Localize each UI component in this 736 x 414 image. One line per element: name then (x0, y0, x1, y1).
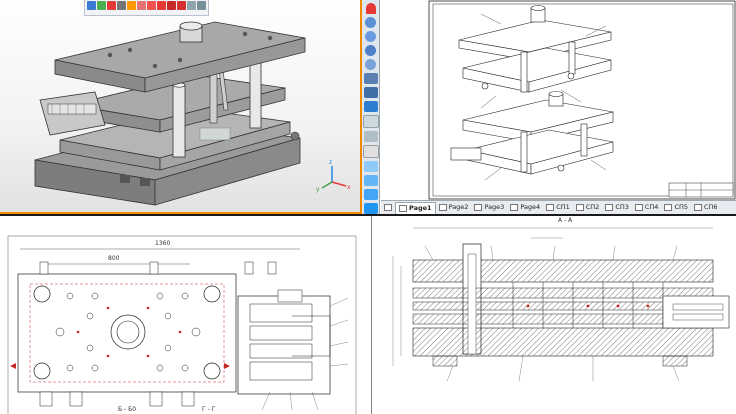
sheet-icon (399, 204, 407, 212)
sheet-icon (474, 204, 483, 211)
fit-icon[interactable] (363, 203, 378, 214)
tab-sp3[interactable]: СП3 (602, 202, 632, 213)
sheet-tab-bar: Page1 Page2 Page3 Page4 СП1 СП2 СП3 СП4 … (381, 200, 736, 214)
tab-sp1[interactable]: СП1 (543, 202, 573, 213)
wireframe-icon[interactable] (197, 1, 206, 10)
tab-page2[interactable]: Page2 (436, 202, 472, 213)
section-label-g: Г - Г (202, 406, 216, 413)
3d-model: z x y (34, 21, 351, 206)
tab-sp6[interactable]: СП6 (691, 202, 721, 213)
sheet-icon (438, 204, 447, 211)
view-cube-icon[interactable] (363, 87, 378, 98)
sheet-icon (694, 204, 702, 211)
sheet-icon (546, 204, 555, 211)
filter-icon[interactable] (363, 161, 378, 172)
tab-nav-left[interactable] (381, 202, 395, 213)
svg-text:x: x (347, 184, 351, 191)
select-icon[interactable] (87, 1, 96, 10)
tab-page3[interactable]: Page3 (471, 202, 507, 213)
sheet-icon (605, 204, 614, 211)
cube-top-icon[interactable] (157, 1, 166, 10)
tab-sp4[interactable]: СП4 (632, 202, 662, 213)
render-icon[interactable] (363, 175, 378, 186)
box-icon[interactable] (137, 1, 146, 10)
sheet-icon (664, 204, 673, 211)
horizontal-divider[interactable] (0, 214, 736, 216)
section-label-a: А - А (558, 217, 573, 224)
save-icon[interactable] (107, 1, 116, 10)
pointer-icon[interactable] (117, 1, 126, 10)
plan-view (7, 235, 357, 414)
section-label-b: Б - Б0 (118, 406, 137, 413)
settings-icon[interactable] (362, 145, 379, 158)
sheet-icon (575, 204, 584, 211)
plan-view-drawing[interactable]: 1360 800 Б - Б0 Г - Г (0, 216, 372, 414)
sheet-icon (634, 204, 643, 211)
tab-page1[interactable]: Page1 (395, 201, 436, 214)
print-icon[interactable] (363, 131, 378, 142)
sketch-icon[interactable] (127, 1, 136, 10)
tab-sp5[interactable]: СП5 (661, 202, 691, 213)
layers-icon[interactable] (363, 189, 378, 200)
dimension-inner: 800 (108, 255, 120, 262)
dimension-overall: 1360 (155, 240, 171, 247)
tab-sp2[interactable]: СП2 (573, 202, 603, 213)
svg-text:z: z (329, 159, 332, 166)
sheet-icon (384, 204, 392, 211)
view-toolbar (84, 0, 209, 16)
sheet-icon (510, 204, 519, 211)
drawing-sheet-view[interactable]: Page1 Page2 Page3 Page4 СП1 СП2 СП3 СП4 … (381, 0, 736, 214)
magnet-icon[interactable] (365, 3, 376, 14)
cube-front-icon[interactable] (147, 1, 156, 10)
cube-side-icon[interactable] (167, 1, 176, 10)
pan-icon[interactable] (365, 59, 376, 70)
zoom-out-icon[interactable] (365, 31, 376, 42)
measure-icon[interactable] (362, 115, 379, 128)
cube-iso-icon[interactable] (177, 1, 186, 10)
zoom-window-icon[interactable] (365, 45, 376, 56)
drawing-sheet (428, 0, 736, 200)
section-view (392, 227, 730, 382)
svg-text:y: y (316, 186, 320, 193)
section-view-drawing[interactable]: А - А (373, 216, 736, 414)
rotate-icon[interactable] (363, 73, 378, 84)
3d-viewport[interactable]: z x y (0, 0, 362, 214)
open-icon[interactable] (97, 1, 106, 10)
tab-page4[interactable]: Page4 (507, 202, 543, 213)
vertical-toolbar (362, 0, 380, 214)
display-icon[interactable] (187, 1, 196, 10)
section-icon[interactable] (363, 101, 378, 112)
axis-triad-icon: z x y (316, 159, 351, 193)
zoom-in-icon[interactable] (365, 17, 376, 28)
